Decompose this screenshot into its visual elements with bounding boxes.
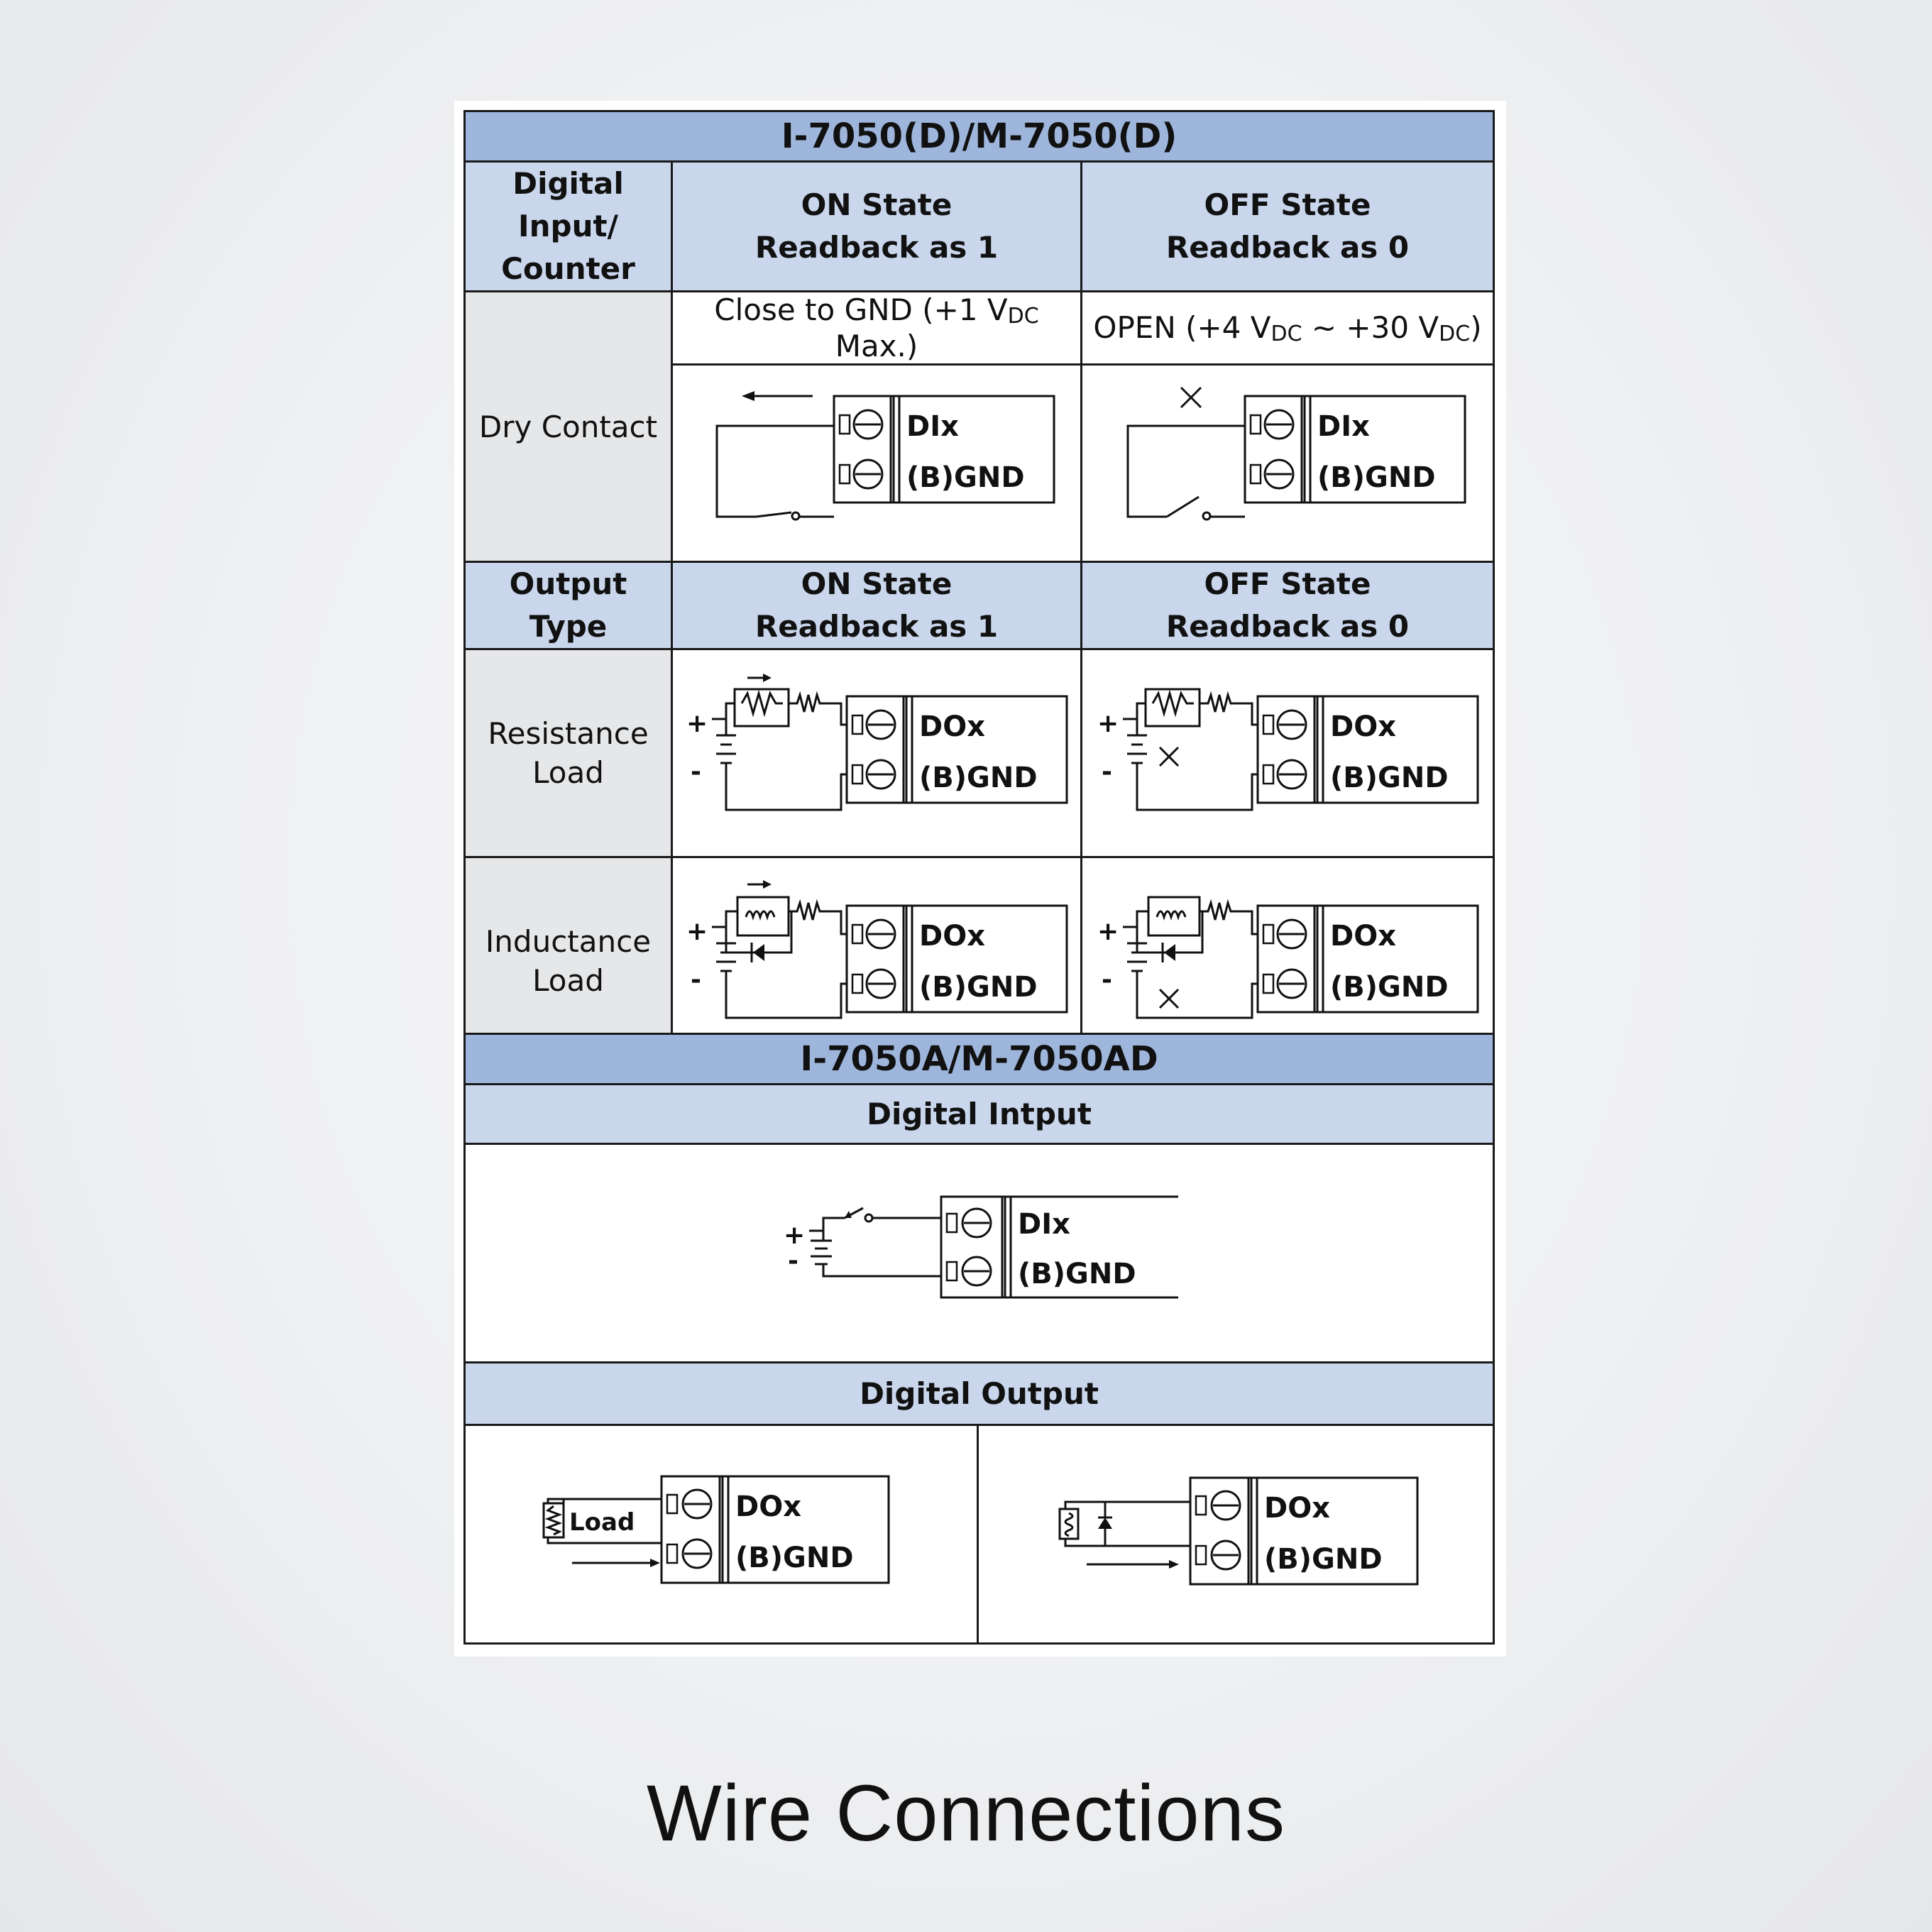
table-title: I-7050(D)/M-7050(D) [463, 110, 1495, 163]
inductance-off-diagram: + - DOx (B)GND [1080, 856, 1495, 1066]
terminal-label-dox: DOx [1264, 1492, 1330, 1525]
header-digital-input: Digital Input/ Counter [463, 160, 673, 292]
terminal-label-gnd: (B)GND [1264, 1543, 1383, 1576]
terminal-label-dix: DIx [1317, 410, 1370, 443]
svg-text:+: + [686, 917, 708, 946]
terminal-label-dox: DOx [735, 1491, 801, 1523]
terminal-label-dix: DIx [1018, 1208, 1070, 1241]
digital-output-relay-wiring: DOx (B)GND [1058, 1476, 1419, 1585]
svg-text:-: - [1102, 965, 1112, 994]
row-label-dry-contact: Dry Contact [463, 290, 673, 563]
inductance-off-wiring: + - DOx (B)GND [1097, 896, 1479, 1019]
terminal-block: DOx (B)GND [845, 695, 1068, 804]
table-7050a: I-7050A/M-7050AD Digital Intput + - [463, 1033, 1495, 1645]
resistance-on-wiring: + - DOx (B)GND [686, 674, 1068, 811]
digital-output-load-wiring: Load DOx (B)GND [542, 1475, 890, 1584]
resistance-off-wiring: + - DOx (B)GND [1097, 688, 1479, 811]
terminal-block: DOx (B)GND [660, 1475, 890, 1584]
terminal-label-dox: DOx [919, 710, 985, 743]
terminal-label-gnd: (B)GND [919, 971, 1038, 1004]
svg-text:+: + [686, 709, 708, 738]
terminal-label-gnd: (B)GND [1330, 971, 1449, 1004]
svg-text:+: + [1097, 709, 1119, 738]
on-condition: Close to GND (+1 VDC Max.) [671, 290, 1082, 366]
terminal-block: DIx (B)GND [940, 1195, 1178, 1298]
header-digital-output: Digital Output [463, 1361, 1495, 1426]
svg-text:-: - [1102, 757, 1112, 786]
dry-contact-off-diagram: DIx (B)GND [1080, 363, 1495, 563]
off-condition: OPEN (+4 VDC ~ +30 VDC) [1080, 290, 1495, 366]
svg-text:-: - [691, 757, 701, 786]
digital-input-wiring: + - DIx (B)GND [784, 1195, 1178, 1298]
svg-text:-: - [788, 1246, 798, 1275]
svg-text:-: - [691, 965, 701, 994]
terminal-label-gnd: (B)GND [906, 461, 1025, 494]
digital-output-relay-diagram: DOx (B)GND [976, 1424, 1495, 1645]
page-caption: Wire Connections [647, 1769, 1285, 1857]
terminal-label-gnd: (B)GND [919, 762, 1038, 794]
inductance-on-diagram: + - DOx (B)GND [671, 856, 1082, 1066]
terminal-label-gnd: (B)GND [735, 1542, 854, 1574]
terminal-block: DOx (B)GND [1189, 1476, 1419, 1585]
digital-output-load-diagram: Load DOx (B)GND [463, 1424, 979, 1645]
header-digital-input: Digital Intput [463, 1083, 1495, 1145]
terminal-block: DIx (B)GND [833, 395, 1055, 503]
terminal-label-gnd: (B)GND [1330, 762, 1449, 794]
terminal-label-gnd: (B)GND [1317, 461, 1436, 494]
svg-text:+: + [784, 1221, 805, 1250]
terminal-block: DIx (B)GND [1244, 395, 1466, 503]
dry-contact-off-wiring: DIx (B)GND [1126, 386, 1466, 520]
dry-contact-on-diagram: DIx (B)GND [671, 363, 1082, 563]
load-label: Load [569, 1508, 635, 1537]
terminal-block: DOx (B)GND [845, 904, 1068, 1014]
digital-input-diagram: + - DIx (B)GND [463, 1143, 1495, 1363]
svg-text:+: + [1097, 917, 1119, 946]
table-7050d: I-7050(D)/M-7050(D) Digital Input/ Count… [463, 110, 1495, 1066]
dry-contact-on-wiring: DIx (B)GND [715, 390, 1055, 520]
resistance-on-diagram: + - DOx (B)GND [671, 648, 1082, 858]
terminal-label-dox: DOx [919, 920, 985, 953]
terminal-block: DOx (B)GND [1256, 695, 1479, 804]
terminal-label-dox: DOx [1330, 710, 1396, 743]
header-output-type: Output Type [463, 561, 673, 650]
terminal-label-gnd: (B)GND [1018, 1258, 1136, 1290]
terminal-label-dox: DOx [1330, 920, 1396, 953]
inductance-on-wiring: + - DOx (B)GND [686, 880, 1068, 1019]
table2-title: I-7050A/M-7050AD [463, 1033, 1495, 1085]
terminal-block: DOx (B)GND [1256, 904, 1479, 1014]
terminal-label-dix: DIx [906, 410, 959, 443]
resistance-off-diagram: + - DOx (B)GND [1080, 648, 1495, 858]
